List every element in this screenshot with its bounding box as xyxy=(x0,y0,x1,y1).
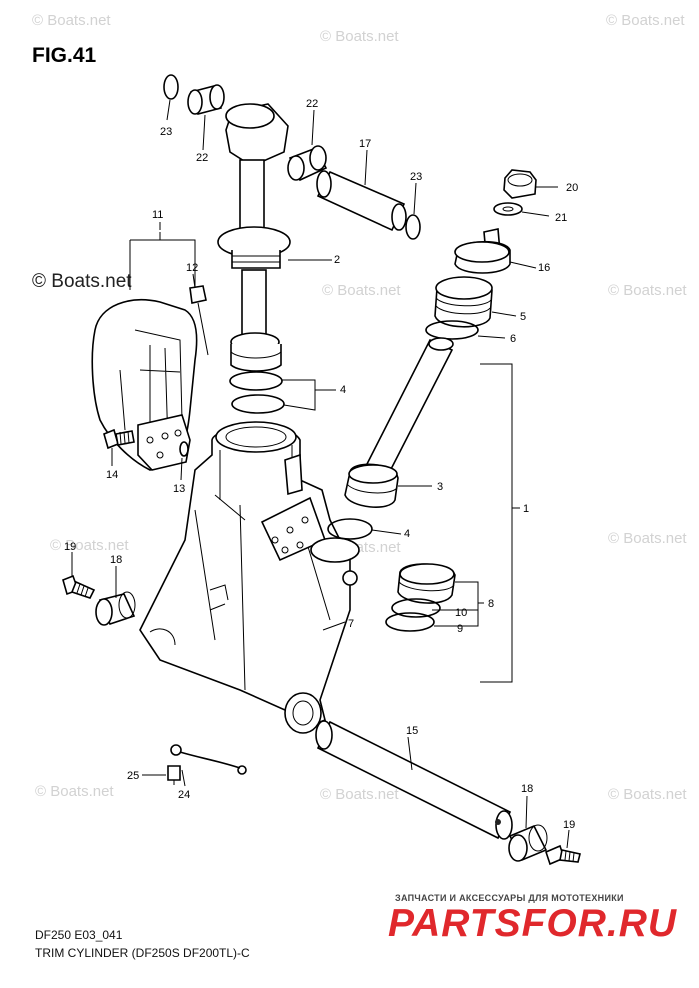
part-6-o-ring xyxy=(425,320,479,340)
part-10-backup-ring xyxy=(391,598,441,618)
part-13-washer xyxy=(179,441,189,457)
watermark: © Boats.net xyxy=(35,783,114,800)
callout-1: 1 xyxy=(523,503,529,515)
callout-4: 4 xyxy=(340,384,346,396)
callout-16: 16 xyxy=(538,262,550,274)
callout-3: 3 xyxy=(437,481,443,493)
part-12-clip xyxy=(189,285,209,356)
part-16-valve-seat xyxy=(454,228,511,274)
part-18-bushing xyxy=(95,591,548,862)
part-21-washer xyxy=(493,202,523,216)
part-19-bolt xyxy=(62,574,581,866)
watermark: © Boats.net xyxy=(608,282,687,299)
figure-title: FIG.41 xyxy=(32,44,97,67)
part-7-cylinder-body xyxy=(139,421,360,734)
part-2-trim-rod xyxy=(217,103,291,372)
part-9-o-ring xyxy=(385,612,435,632)
part-4-o-rings-upper xyxy=(229,371,285,414)
callout-14: 14 xyxy=(106,469,118,481)
callout-19: 19 xyxy=(64,541,76,553)
callout-12: 12 xyxy=(186,262,198,274)
figure-caption: TRIM CYLINDER (DF250S DF200TL)-C xyxy=(35,946,250,960)
watermark: © Boats.net xyxy=(320,786,399,803)
callout-11: 11 xyxy=(152,209,163,221)
callout-4: 4 xyxy=(404,528,410,540)
watermark: © Boats.net xyxy=(32,12,111,29)
callout-10: 10 xyxy=(455,607,467,619)
part-3-rod xyxy=(344,337,454,508)
watermark: © Boats.net xyxy=(606,12,685,29)
callout-7: 7 xyxy=(348,618,354,630)
watermark-main: © Boats.net xyxy=(32,271,132,292)
part-4-o-ring-lower xyxy=(327,518,373,540)
callout-6: 6 xyxy=(510,333,516,345)
part-22-bushing xyxy=(187,84,328,182)
part-8-seal-kit xyxy=(397,563,456,604)
part-14-bolt xyxy=(103,428,135,450)
callout-9: 9 xyxy=(457,623,463,635)
shop-logo: PARTSFOR.RU xyxy=(388,902,678,945)
callout-8: 8 xyxy=(488,598,494,610)
callout-13: 13 xyxy=(173,483,185,495)
callout-22: 22 xyxy=(196,152,208,164)
part-25-screw xyxy=(167,765,181,785)
callout-18: 18 xyxy=(110,554,122,566)
callout-23: 23 xyxy=(410,171,422,183)
callout-20: 20 xyxy=(566,182,578,194)
watermark: © Boats.net xyxy=(322,282,401,299)
watermark: © Boats.net xyxy=(608,786,687,803)
callout-19: 19 xyxy=(563,819,575,831)
callout-2: 2 xyxy=(334,254,340,266)
leader-lines xyxy=(71,99,570,849)
part-23-circlip xyxy=(163,74,421,240)
callout-15: 15 xyxy=(406,725,418,737)
watermark: © Boats.net xyxy=(50,537,129,554)
part-17-pin xyxy=(316,170,407,232)
shop-tagline: ЗАПЧАСТИ И АКСЕССУАРЫ ДЛЯ МОТОТЕХНИКИ xyxy=(395,893,624,903)
callout-24: 24 xyxy=(178,789,190,801)
part-11-bracket xyxy=(91,232,198,471)
part-24-ground-wire xyxy=(170,744,247,775)
part-15-shaft xyxy=(315,720,513,840)
part-20-nut xyxy=(503,169,537,199)
callout-25: 25 xyxy=(127,770,139,782)
callout-18: 18 xyxy=(521,783,533,795)
callout-23: 23 xyxy=(160,126,172,138)
callout-17: 17 xyxy=(359,138,371,150)
callout-21: 21 xyxy=(555,212,567,224)
part-5-piston xyxy=(434,276,493,328)
watermark: © Boats.net xyxy=(320,28,399,45)
callout-22: 22 xyxy=(306,98,318,110)
callouts: 23 22 22 17 23 20 21 16 2 5 6 4 3 1 4 8 … xyxy=(64,98,578,831)
callout-5: 5 xyxy=(520,311,526,323)
drawing-code: DF250 E03_041 xyxy=(35,928,123,942)
watermark: © Boats.net xyxy=(608,530,687,547)
